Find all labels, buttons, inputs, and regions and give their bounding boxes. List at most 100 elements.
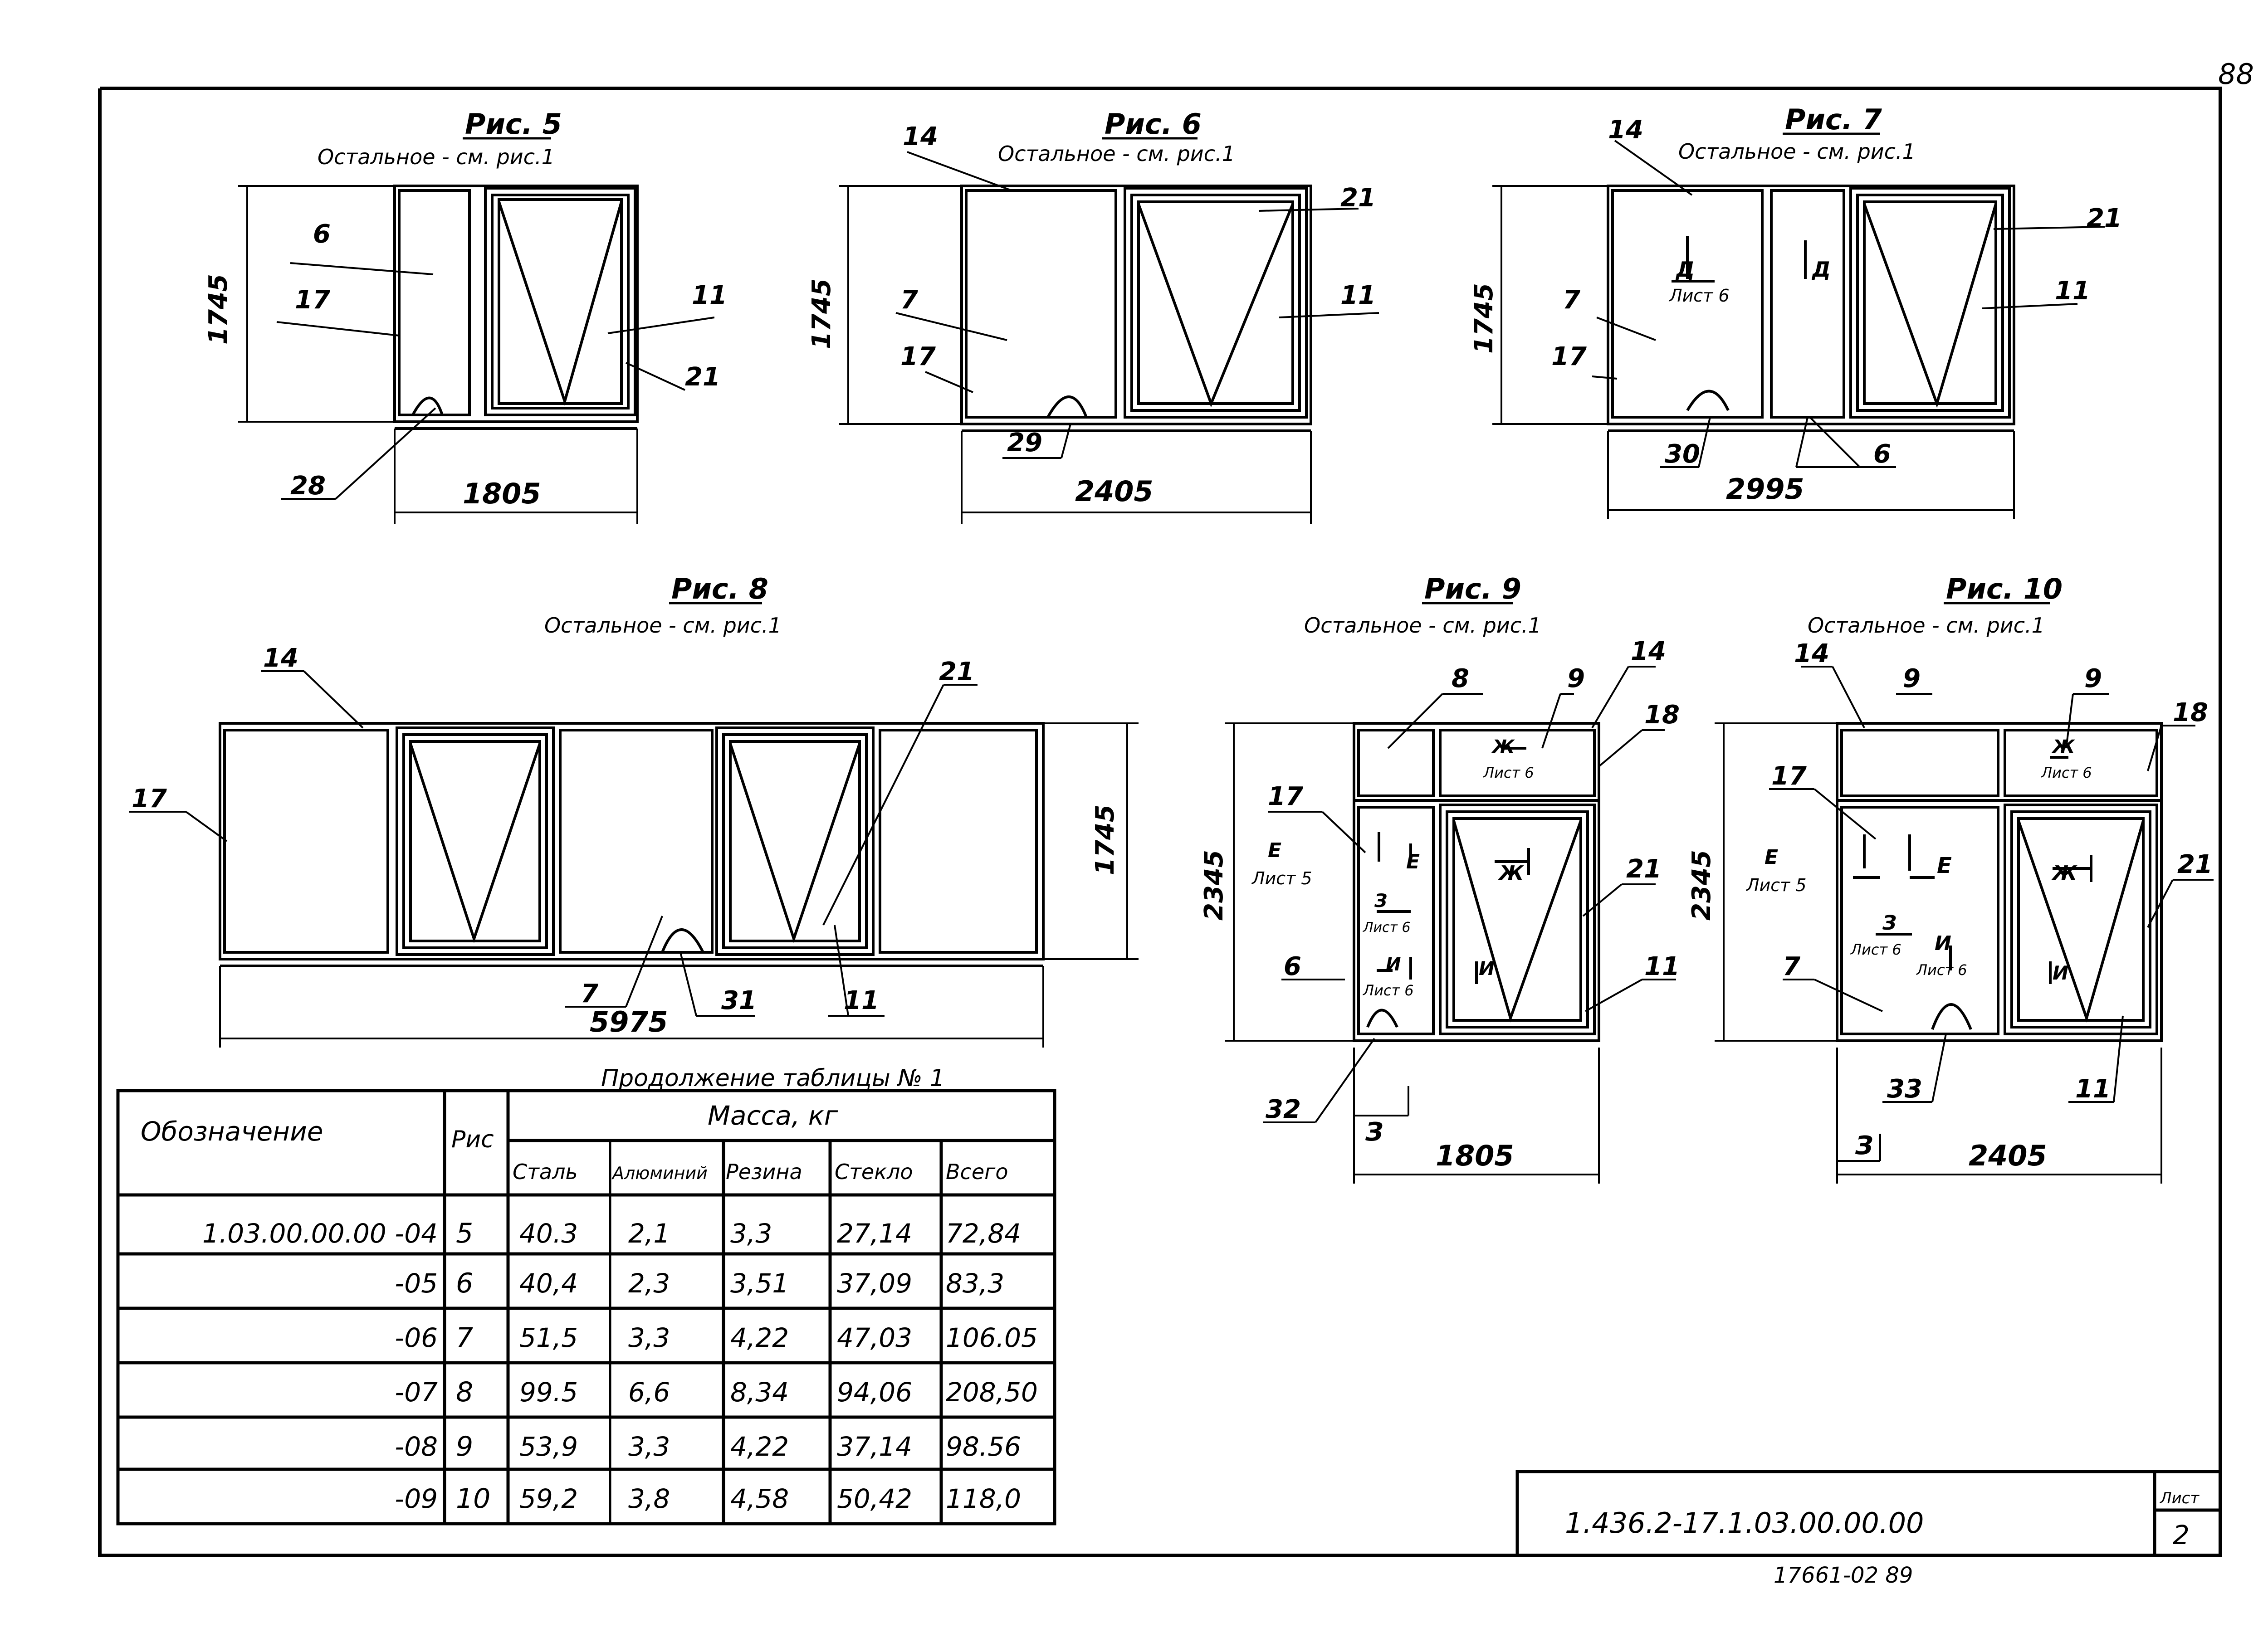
cell-total: 118,0 <box>946 1483 1021 1514</box>
figure-9: Рис. 9 Остальное - см. рис.1 <box>1199 572 1680 1184</box>
dimension-height: 1745 <box>204 274 233 345</box>
cell-glass: 37,14 <box>837 1431 912 1462</box>
callout-label: 11 <box>2075 1074 2111 1104</box>
cell-designation: -08 <box>395 1431 438 1462</box>
dimension-lines <box>1492 140 2105 519</box>
dimension-lines <box>1715 666 2214 1184</box>
section-mark: Е <box>1765 846 1778 869</box>
callout-label: 14 <box>1608 115 1643 145</box>
dimension-height: 1745 <box>1090 804 1120 875</box>
column-header: Сталь <box>513 1160 578 1184</box>
figure-7: Рис. 7 Остальное - см. рис.1 <box>1469 103 2122 519</box>
title-block-frame <box>1515 1470 2222 1557</box>
callout-label: 17 <box>1268 782 1303 811</box>
cell-total: 83,3 <box>946 1268 1004 1299</box>
column-header: Всего <box>946 1160 1008 1184</box>
section-mark: Е <box>1406 850 1420 873</box>
header-fig: Рис <box>451 1126 494 1153</box>
callout-label: 8 <box>1452 664 1469 693</box>
callout-label: 21 <box>1626 854 1662 884</box>
cell-steel: 40,4 <box>519 1268 578 1299</box>
figure-5: Рис. 5 Остальное - см. рис.1 <box>204 107 727 524</box>
dimension-width: 1805 <box>1436 1139 1514 1172</box>
callout-label: 17 <box>295 285 330 315</box>
section-mark: И <box>1386 954 1401 975</box>
table-caption: Продолжение таблицы № 1 <box>601 1065 945 1092</box>
section-mark-sheet: Лист 6 <box>1916 961 1967 979</box>
column-header: Резина <box>726 1160 802 1184</box>
figure-subtitle: Остальное - см. рис.1 <box>1304 613 1541 638</box>
header-designation: Обозначение <box>141 1116 323 1147</box>
cell-designation: -05 <box>395 1268 438 1299</box>
cell-total: 106.05 <box>946 1322 1038 1353</box>
cell-designation: -07 <box>395 1377 438 1408</box>
cell-designation: 1.03.00.00.00 -04 <box>202 1218 438 1249</box>
cell-rubber: 4,22 <box>730 1431 789 1462</box>
cell-fig: 6 <box>456 1267 473 1299</box>
cell-glass: 94,06 <box>837 1377 912 1408</box>
section-mark-sheet: Лист 6 <box>1668 286 1730 306</box>
callout-label: 14 <box>903 122 938 151</box>
callout-label: 7 <box>900 285 918 315</box>
callout-label: 18 <box>2173 698 2208 727</box>
cell-steel: 99.5 <box>519 1377 578 1408</box>
cell-total: 208,50 <box>946 1377 1038 1408</box>
dimension-height: 1745 <box>807 278 836 349</box>
cell-aluminium: 6,6 <box>628 1377 670 1408</box>
section-mark: Ж <box>1498 862 1524 885</box>
callout-label: 11 <box>1340 281 1376 310</box>
section-mark: Ж <box>2051 736 2075 757</box>
cell-aluminium: 2,3 <box>628 1268 670 1299</box>
callout-label: 9 <box>2084 664 2102 693</box>
section-mark: Ж <box>1491 736 1515 757</box>
section-mark-sheet: Лист 6 <box>1850 941 1901 958</box>
sheet-label: Лист <box>2159 1489 2200 1507</box>
column-header: Стекло <box>835 1160 913 1184</box>
header-mass: Масса, кг <box>708 1100 838 1131</box>
figure-title: Рис. 8 <box>671 572 768 605</box>
cell-fig: 9 <box>456 1431 473 1462</box>
figure-title: Рис. 6 <box>1105 107 1202 141</box>
callout-label: 9 <box>1903 664 1921 693</box>
window-drawing <box>1836 722 2163 1042</box>
dimension-width: 2405 <box>1075 475 1154 508</box>
callout-label: 7 <box>1563 285 1580 315</box>
callout-label: 9 <box>1567 664 1585 693</box>
callout-label: 14 <box>1794 639 1829 668</box>
section-mark-sheet: Лист 6 <box>1363 920 1411 936</box>
cell-aluminium: 3,3 <box>628 1322 670 1353</box>
figure-6: Рис. 6 Остальное - см. рис.1 <box>807 107 1379 524</box>
callout-label: 17 <box>132 784 167 814</box>
cell-steel: 59,2 <box>519 1483 578 1514</box>
section-mark: З <box>1365 1117 1383 1147</box>
cell-fig: 10 <box>456 1483 490 1515</box>
cell-designation: -06 <box>395 1322 438 1353</box>
section-mark-sheet: Лист 5 <box>1251 868 1312 888</box>
dimension-width: 2995 <box>1726 473 1804 506</box>
dimension-width: 5975 <box>590 1005 668 1038</box>
dimension-lines <box>1225 666 1676 1184</box>
section-mark-sheet: Лист 6 <box>1363 982 1414 999</box>
cell-fig: 7 <box>456 1322 473 1354</box>
section-mark-sheet: Лист 6 <box>1483 764 1534 781</box>
callout-label: 30 <box>1665 439 1700 469</box>
callout-label: 31 <box>721 986 757 1015</box>
dimension-lines <box>839 151 1379 524</box>
callout-label: 11 <box>1644 952 1680 981</box>
callout-label: 14 <box>263 643 298 673</box>
callout-label: 18 <box>1644 700 1680 730</box>
section-mark-sheet: Лист 5 <box>1745 875 1807 895</box>
section-mark: Е <box>1937 853 1952 878</box>
cell-glass: 37,09 <box>837 1268 912 1299</box>
cell-rubber: 3,3 <box>730 1218 772 1249</box>
callout-label: 11 <box>844 986 879 1015</box>
cell-designation: -09 <box>395 1483 438 1514</box>
cell-rubber: 3,51 <box>730 1268 789 1299</box>
dimension-height: 2345 <box>1687 850 1716 921</box>
table-grid <box>116 1089 1056 1526</box>
callout-label: 6 <box>313 219 331 249</box>
